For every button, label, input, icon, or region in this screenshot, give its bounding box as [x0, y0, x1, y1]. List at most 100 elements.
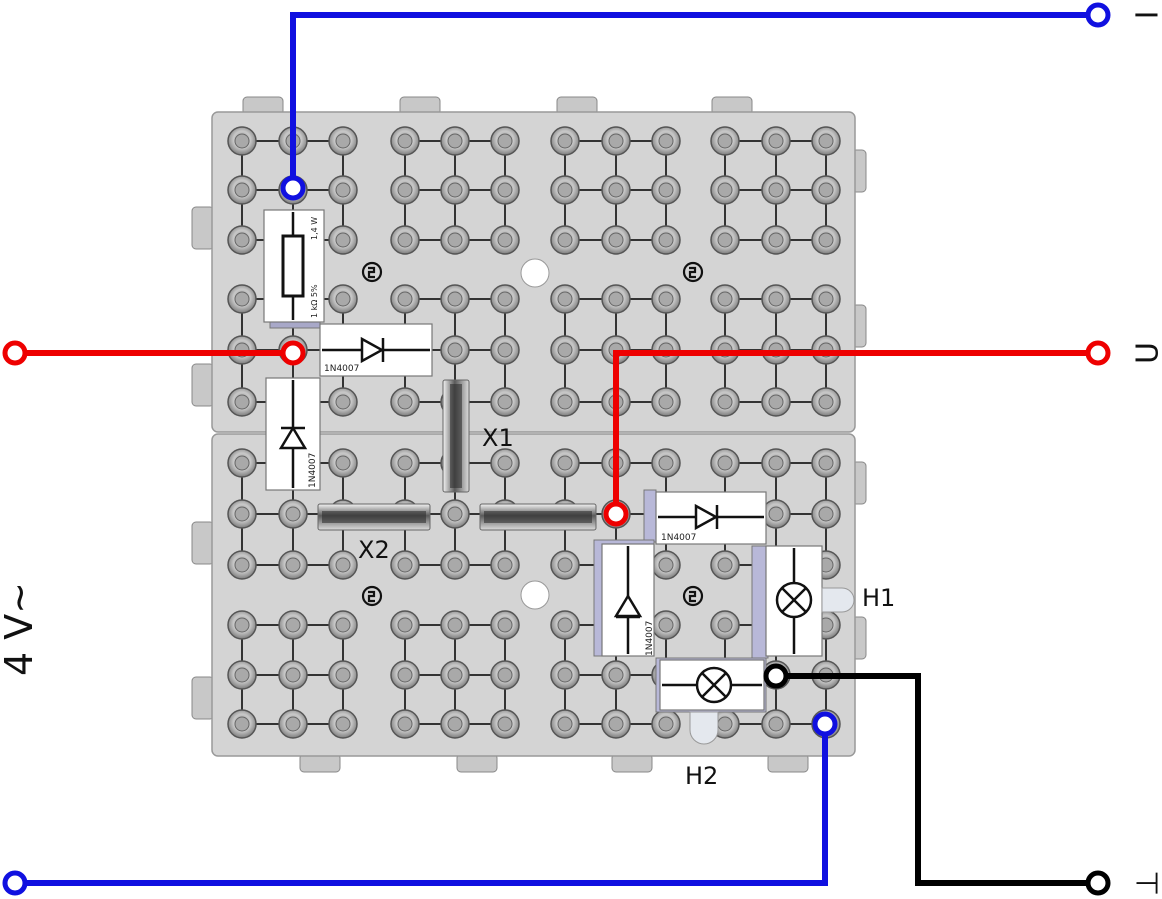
socket: [490, 284, 520, 314]
socket: [227, 448, 257, 478]
socket: [601, 126, 631, 156]
socket: [278, 709, 308, 739]
wire-current: [15, 12, 1098, 886]
socket: [550, 610, 580, 640]
socket: [550, 175, 580, 205]
socket: [811, 126, 841, 156]
diode-bottom[interactable]: 1N4007: [593, 539, 655, 657]
socket: [440, 610, 470, 640]
resistor-module[interactable]: 1,4 W 1 kΩ 5%: [263, 209, 325, 329]
socket: [761, 387, 791, 417]
socket: [550, 284, 580, 314]
socket: [811, 225, 841, 255]
socket: [601, 709, 631, 739]
socket: [440, 335, 470, 365]
socket: [390, 709, 420, 739]
socket: [490, 126, 520, 156]
socket: [227, 387, 257, 417]
socket: [651, 126, 681, 156]
socket: [440, 499, 470, 529]
diode-right-type: 1N4007: [661, 533, 696, 543]
socket: [490, 387, 520, 417]
diode-top-type: 1N4007: [324, 364, 359, 374]
terminal-ground-label: ⊥: [1131, 870, 1162, 896]
socket: [550, 387, 580, 417]
socket: [490, 225, 520, 255]
socket: [601, 660, 631, 690]
socket: [490, 709, 520, 739]
socket: [710, 225, 740, 255]
socket: [440, 660, 470, 690]
socket: [601, 175, 631, 205]
lamp-h2[interactable]: [655, 657, 767, 745]
diode-top[interactable]: 1N4007: [319, 323, 433, 377]
socket: [761, 175, 791, 205]
socket: [227, 175, 257, 205]
socket: [227, 126, 257, 156]
socket: [390, 610, 420, 640]
socket: [811, 175, 841, 205]
socket: [601, 284, 631, 314]
connection-points[interactable]: [2, 2, 1111, 896]
socket: [227, 499, 257, 529]
socket: [328, 550, 358, 580]
board-logos: [361, 261, 704, 607]
socket: [710, 387, 740, 417]
socket: [490, 610, 520, 640]
jumper-x1[interactable]: [442, 379, 470, 493]
socket: [651, 175, 681, 205]
socket: [761, 448, 791, 478]
socket: [440, 284, 470, 314]
socket: [390, 284, 420, 314]
socket: [811, 284, 841, 314]
resistor-power-label: 1,4 W: [310, 217, 319, 240]
terminal-i-label: I: [1131, 11, 1162, 20]
socket: [761, 709, 791, 739]
socket: [710, 610, 740, 640]
socket: [651, 610, 681, 640]
socket: [440, 550, 470, 580]
socket: [550, 550, 580, 580]
socket: [328, 448, 358, 478]
socket: [390, 126, 420, 156]
socket: [328, 126, 358, 156]
socket: [710, 448, 740, 478]
socket: [490, 448, 520, 478]
socket: [390, 660, 420, 690]
socket: [328, 610, 358, 640]
socket: [490, 175, 520, 205]
socket: [651, 448, 681, 478]
jumper-x2-left[interactable]: [317, 503, 431, 531]
socket: [390, 550, 420, 580]
socket: [710, 126, 740, 156]
socket: [227, 225, 257, 255]
terminal-u-label: U: [1131, 342, 1162, 364]
socket: [761, 225, 791, 255]
diode-right[interactable]: 1N4007: [643, 489, 767, 545]
h2-label: H2: [685, 762, 718, 790]
diode-left[interactable]: 1N4007: [265, 377, 321, 491]
wire-ground: [776, 673, 1098, 886]
x2-label: X2: [358, 536, 390, 564]
socket: [601, 225, 631, 255]
diode-left-type: 1N4007: [308, 453, 318, 488]
socket: [390, 225, 420, 255]
socket: [227, 709, 257, 739]
socket: [550, 709, 580, 739]
jumper-x2-right[interactable]: [479, 503, 597, 531]
socket: [278, 610, 308, 640]
socket: [440, 175, 470, 205]
socket: [651, 709, 681, 739]
socket: [490, 660, 520, 690]
socket: [328, 284, 358, 314]
wire-voltage: [15, 350, 1098, 514]
socket: [328, 709, 358, 739]
socket: [227, 610, 257, 640]
socket: [328, 660, 358, 690]
diode-bottom-type: 1N4007: [645, 621, 655, 656]
socket: [761, 284, 791, 314]
socket: [710, 175, 740, 205]
socket: [550, 225, 580, 255]
socket: [710, 550, 740, 580]
